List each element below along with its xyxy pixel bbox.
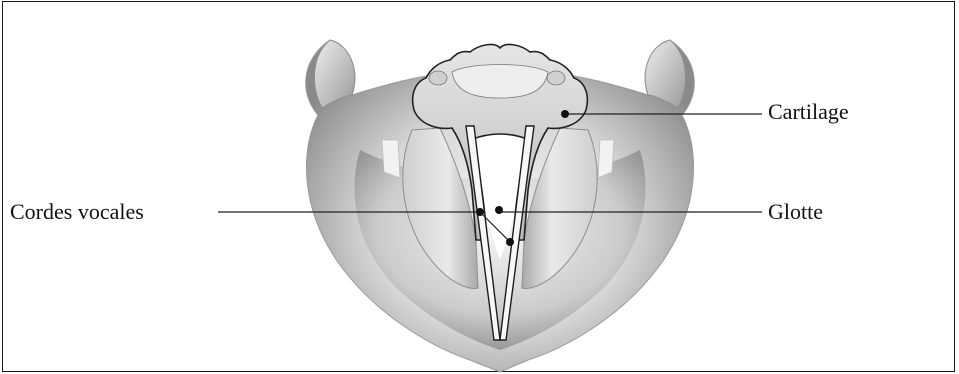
cordes-dot-2 <box>506 238 514 246</box>
left-corniculate <box>429 71 447 85</box>
glotte-label: Glotte <box>768 201 823 223</box>
glotte-dot <box>495 206 503 214</box>
cordes-dot-1 <box>476 208 484 216</box>
cordes-vocales-label: Cordes vocales <box>10 201 144 223</box>
right-corniculate <box>547 71 565 85</box>
left-flap <box>382 140 400 178</box>
cartilage-label: Cartilage <box>768 101 849 123</box>
cartilage-dot <box>561 110 569 118</box>
right-flap <box>598 140 614 178</box>
